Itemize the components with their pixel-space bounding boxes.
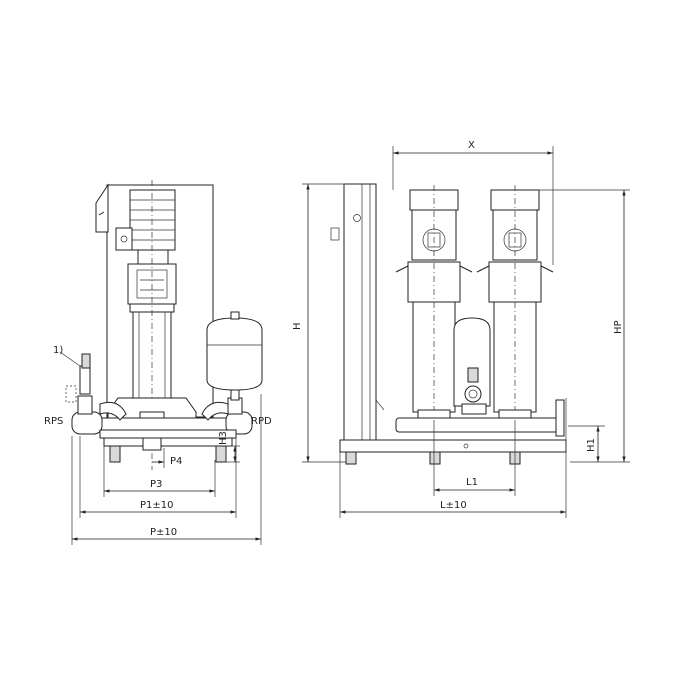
base-frame [339,439,567,453]
hp-label: HP [613,320,624,334]
h3-label: H3 [218,431,229,445]
h-label: H [292,322,303,330]
l-label: L±10 [440,500,467,511]
foot-right [215,445,227,463]
control-cabinet [343,183,377,441]
suction-port [71,411,103,435]
pressure-gauge [464,385,482,403]
foot-left [109,445,121,463]
p1-label: P1±10 [140,500,174,511]
front-view-dimensions: X H HP H1 L1 L±10 [292,140,630,518]
x-label: X [468,140,475,151]
side-view [59,180,263,470]
l1-label: L1 [466,477,478,488]
pressure-vessel [206,317,263,391]
terminal-box [115,227,133,251]
rps-label: RPS [44,416,63,427]
p3-label: P3 [150,479,162,490]
h1-label: H1 [586,438,597,452]
pressure-vessel-front [453,317,491,407]
rpd-label: RPD [251,416,272,427]
manifold [395,417,561,433]
p-label: P±10 [150,527,177,538]
p4-label: P4 [170,456,182,467]
front-view [330,183,567,465]
side-view-dimensions: P4 H3 P3 P1±10 P±10 [71,394,262,545]
note-label: 1) [53,345,63,356]
control-box [95,183,109,233]
pump-1 [395,185,473,421]
pump-2 [476,185,554,421]
